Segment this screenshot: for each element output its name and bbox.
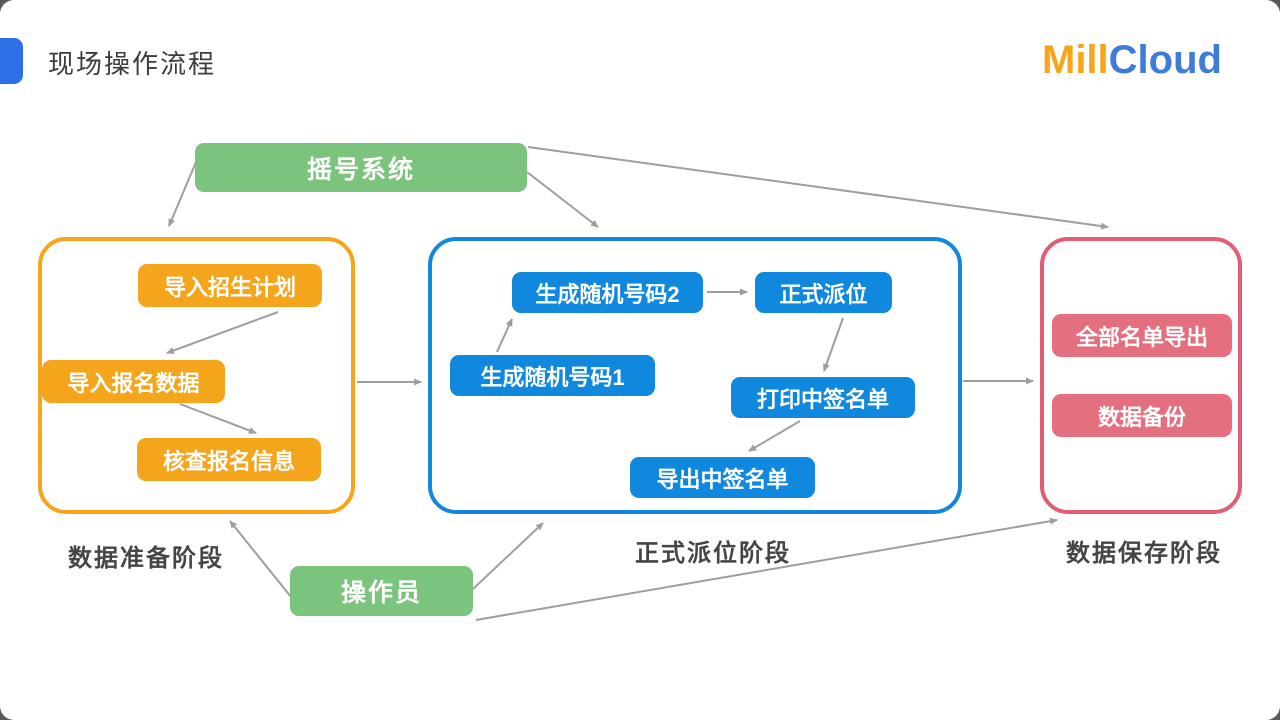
title-accent-bar [0,38,23,84]
step-formal-allocation: 正式派位 [755,272,892,313]
step-print-winner-list: 打印中签名单 [731,377,915,418]
step-export-winner-list: 导出中签名单 [630,457,815,498]
arrow-operator-to-prepare [229,520,292,598]
label-data-saving-stage: 数据保存阶段 [1066,540,1222,567]
container-data-preparation [38,237,355,514]
arrow-operator-to-allocate [472,522,544,590]
container-data-saving [1040,237,1242,514]
step-verify-registration-info: 核查报名信息 [137,438,321,481]
logo-mill: Mill [1042,38,1109,82]
step-export-all-lists: 全部名单导出 [1052,314,1232,357]
step-data-backup: 数据备份 [1052,394,1232,437]
arrow-lottery-to-save [527,146,1109,230]
arrow-lottery-to-prepare [168,161,197,227]
container-formal-allocation [428,237,962,514]
page-title: 现场操作流程 [48,49,217,79]
brand-logo: MillCloud [1042,38,1222,83]
node-lottery-system: 摇号系统 [195,143,527,192]
step-generate-random-number-2: 生成随机号码2 [512,272,703,313]
label-data-preparation-stage: 数据准备阶段 [68,545,224,572]
step-import-enrollment-plan: 导入招生计划 [138,264,322,307]
label-formal-allocation-stage: 正式派位阶段 [635,540,791,567]
step-import-registration-data: 导入报名数据 [42,360,225,403]
arrow-lottery-to-allocate [526,171,599,228]
node-operator: 操作员 [290,566,473,616]
logo-cloud: Cloud [1108,38,1222,82]
step-generate-random-number-1: 生成随机号码1 [450,355,655,396]
